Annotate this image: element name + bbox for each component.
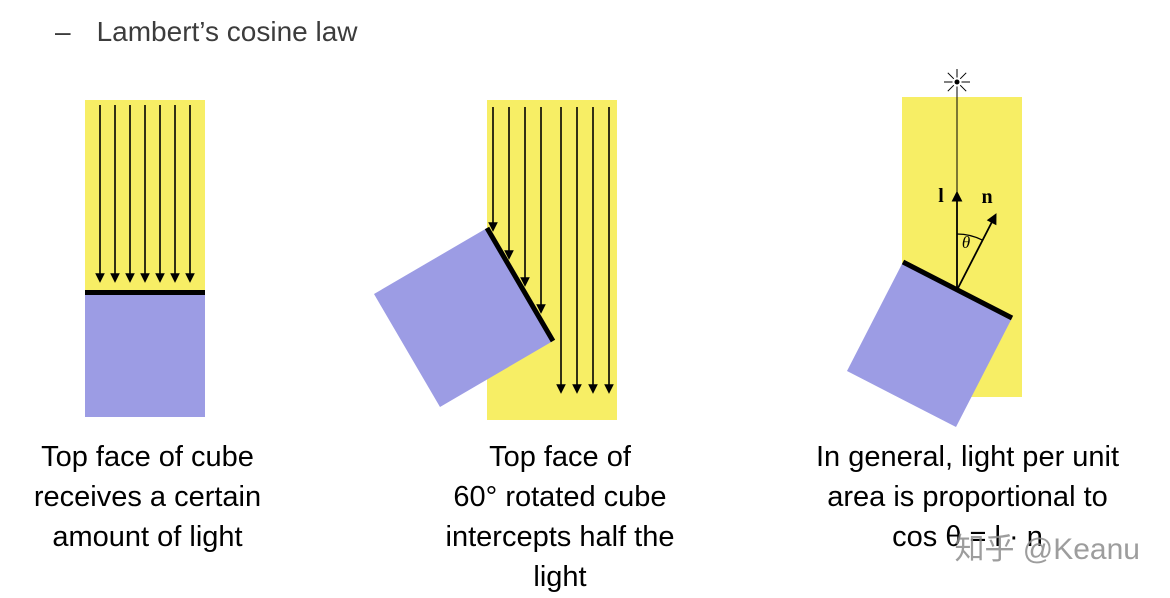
light-rays bbox=[488, 107, 614, 394]
theta-label: θ bbox=[962, 233, 970, 252]
rotated-cube bbox=[374, 228, 553, 407]
watermark: 知乎 @Keanu bbox=[954, 533, 1140, 566]
caption-line: In general, light per unit bbox=[815, 441, 1120, 473]
bullet-dash: – bbox=[55, 16, 71, 47]
cube bbox=[85, 295, 205, 417]
caption-line: Top face of cube bbox=[41, 441, 254, 473]
panel-3-diagram: l n θ bbox=[847, 69, 1022, 427]
panel-2-caption: Top face of 60° rotated cube intercepts … bbox=[415, 437, 705, 597]
light-vector-label: l bbox=[938, 185, 944, 207]
panel-3-caption: In general, light per unit area is propo… bbox=[800, 437, 1135, 557]
page-title: Lambert’s cosine law bbox=[96, 16, 358, 47]
panel-2-diagram bbox=[374, 100, 617, 420]
panel-1-diagram bbox=[85, 100, 205, 417]
slide-title-row: – Lambert’s cosine law bbox=[55, 16, 358, 48]
normal-vector-arrow bbox=[956, 213, 997, 291]
rotated-cube bbox=[847, 262, 1012, 427]
theta-arc bbox=[956, 233, 983, 241]
caption-line: intercepts half the light bbox=[445, 521, 675, 593]
caption-line: 60° rotated cube bbox=[453, 481, 667, 513]
caption-line: area is proportional to bbox=[827, 481, 1108, 513]
caption-line: Top face of bbox=[489, 441, 631, 473]
light-source-icon bbox=[944, 69, 970, 95]
panel-1-caption: Top face of cube receives a certain amou… bbox=[15, 437, 280, 557]
cube-top-face bbox=[484, 226, 556, 343]
caption-line: cos θ = l · n bbox=[892, 521, 1043, 553]
light-rays bbox=[95, 105, 195, 283]
normal-vector-label: n bbox=[981, 186, 992, 208]
caption-line: receives a certain bbox=[33, 481, 262, 513]
caption-line: amount of light bbox=[52, 521, 243, 553]
